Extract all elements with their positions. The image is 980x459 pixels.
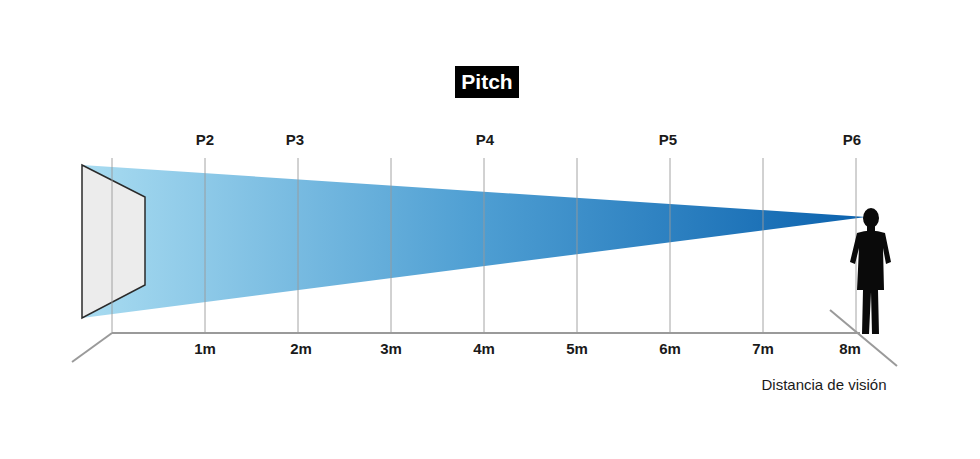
distance-tick: 4m [473, 340, 495, 358]
distance-tick: 2m [290, 340, 312, 358]
person-silhouette [850, 208, 891, 334]
pitch-label: P6 [843, 131, 861, 149]
distance-tick: 6m [659, 340, 681, 358]
pitch-label: P5 [659, 131, 677, 149]
distance-tick: 3m [380, 340, 402, 358]
distance-tick: 5m [566, 340, 588, 358]
title-badge: Pitch [455, 66, 518, 98]
pitch-label: P4 [476, 131, 494, 149]
pitch-label: P3 [286, 131, 304, 149]
distance-tick: 1m [194, 340, 216, 358]
distance-tick: 8m [839, 340, 861, 358]
distance-gridlines [112, 158, 856, 333]
viewing-beam [82, 165, 866, 318]
distance-tick: 7m [752, 340, 774, 358]
led-screen [82, 165, 145, 318]
pitch-label: P2 [196, 131, 214, 149]
axis-caption: Distancia de visión [761, 376, 886, 394]
